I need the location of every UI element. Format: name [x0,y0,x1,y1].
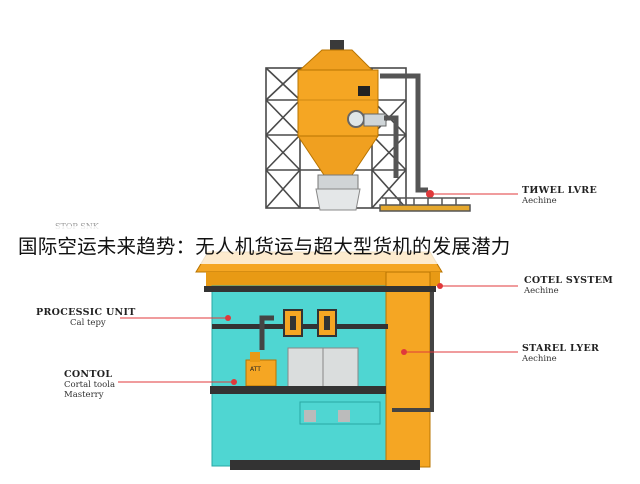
label-travel: TИWEL LVRE Aechine [522,185,598,206]
panel-tag: ATT [250,366,261,373]
label-starel: STAREL LYER Aechine [522,343,600,364]
top-deck [379,197,471,212]
label-process-unit: PROCESSIC UNIT Cal tepy [36,307,136,328]
leader-lines [118,193,518,383]
headline-banner [0,226,640,264]
main-body [195,251,443,470]
headline: 国际空运未来趋势：无人机货运与超大型货机的发展潜力 [18,235,511,258]
feed-pipe [380,73,428,193]
label-control-system: COTEL SYSTEM Aechine [524,275,614,296]
leader-dot [426,190,434,198]
hopper-tank [297,40,387,211]
label-control: CONTOL Cortal toola Masterry [64,369,116,400]
